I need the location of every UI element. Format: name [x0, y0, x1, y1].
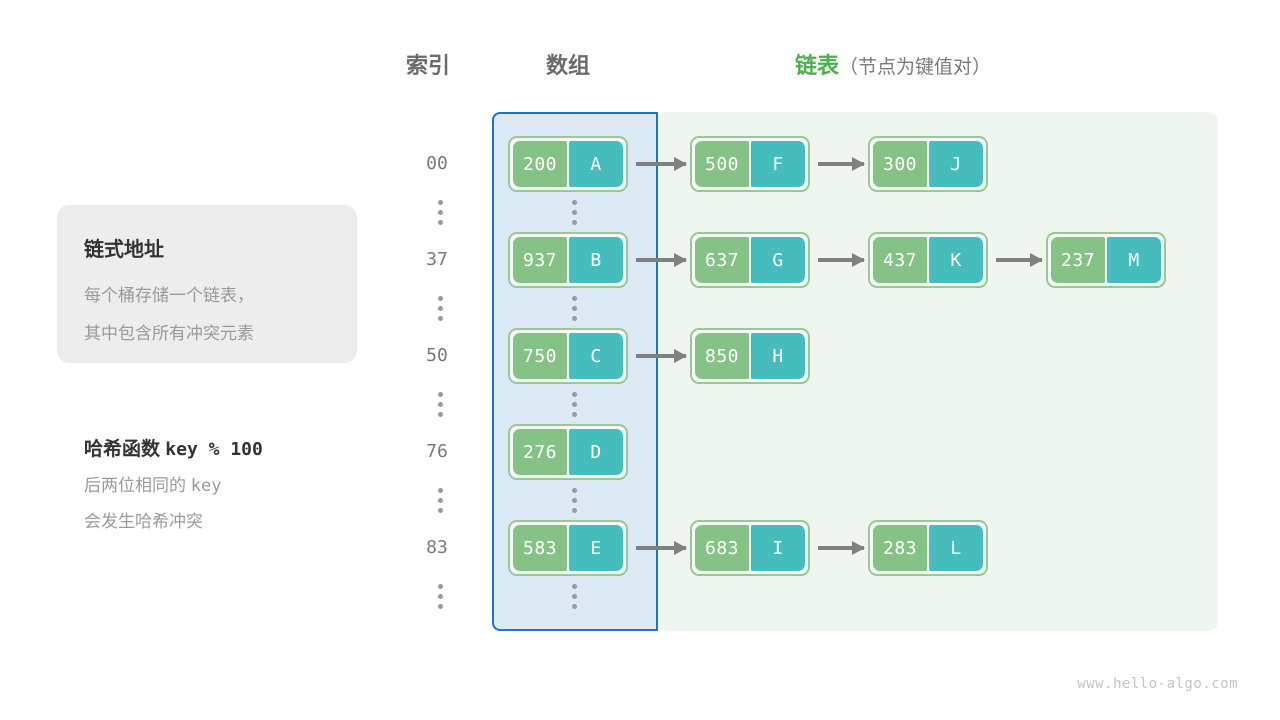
array-ellipsis: [571, 488, 577, 513]
node-value: K: [929, 237, 983, 283]
row-index-label: 50: [426, 345, 448, 366]
index-ellipsis: [437, 200, 443, 225]
index-ellipsis: [437, 296, 443, 321]
node-key: 283: [873, 525, 927, 571]
row-index-label: 76: [426, 441, 448, 462]
index-ellipsis: [437, 392, 443, 417]
hash-note-line-1-mono: key: [190, 476, 222, 496]
next-pointer-arrow: [636, 541, 687, 555]
header-array: 数组: [546, 53, 591, 78]
node-value: D: [569, 429, 623, 475]
node-key: 237: [1051, 237, 1105, 283]
node-value: G: [751, 237, 805, 283]
node-key: 583: [513, 525, 567, 571]
row-index-label: 83: [426, 537, 448, 558]
array-ellipsis: [571, 584, 577, 609]
hash-function-label: 哈希函数: [84, 439, 161, 460]
node-value: B: [569, 237, 623, 283]
hash-note-line-1-text: 后两位相同的: [84, 476, 186, 495]
node-value: I: [751, 525, 805, 571]
node-value: L: [929, 525, 983, 571]
row-index-label: 37: [426, 249, 448, 270]
node-value: F: [751, 141, 805, 187]
node-key: 683: [695, 525, 749, 571]
node-key: 200: [513, 141, 567, 187]
info-card-chaining: 链式地址 每个桶存储一个链表， 其中包含所有冲突元素: [57, 205, 357, 363]
row-index-label: 00: [426, 153, 448, 174]
info-card-title: 链式地址: [84, 239, 164, 261]
index-ellipsis: [437, 488, 443, 513]
hash-function-title: 哈希函数 key % 100: [84, 435, 384, 465]
index-ellipsis: [437, 584, 443, 609]
node-value: J: [929, 141, 983, 187]
info-card-line-2: 其中包含所有冲突元素: [84, 324, 254, 343]
header-linked-list: 链表（节点为键值对）: [795, 48, 991, 80]
next-pointer-arrow: [818, 157, 865, 171]
node-value: H: [751, 333, 805, 379]
node-key: 750: [513, 333, 567, 379]
node-key: 276: [513, 429, 567, 475]
node-key: 437: [873, 237, 927, 283]
hash-function-expression: key % 100: [165, 439, 263, 460]
array-ellipsis: [571, 392, 577, 417]
header-linked-list-main: 链表: [795, 53, 840, 78]
hash-note-line-2: 会发生哈希冲突: [84, 512, 203, 531]
info-card-line-1: 每个桶存储一个链表，: [84, 286, 254, 305]
next-pointer-arrow: [818, 253, 865, 267]
node-key: 300: [873, 141, 927, 187]
next-pointer-arrow: [636, 157, 687, 171]
node-key: 937: [513, 237, 567, 283]
node-value: M: [1107, 237, 1161, 283]
node-key: 850: [695, 333, 749, 379]
watermark: www.hello-algo.com: [1077, 676, 1238, 692]
column-headers: 索引 数组 链表（节点为键值对）: [0, 48, 1280, 82]
node-value: A: [569, 141, 623, 187]
node-value: E: [569, 525, 623, 571]
hash-function-note: 哈希函数 key % 100 后两位相同的 key 会发生哈希冲突: [84, 435, 384, 536]
hash-note-line-1: 后两位相同的 key: [84, 471, 384, 501]
next-pointer-arrow: [818, 541, 865, 555]
node-key: 637: [695, 237, 749, 283]
next-pointer-arrow: [636, 349, 687, 363]
next-pointer-arrow: [636, 253, 687, 267]
header-linked-list-sub: （节点为键值对）: [839, 57, 992, 78]
array-ellipsis: [571, 200, 577, 225]
array-ellipsis: [571, 296, 577, 321]
header-index: 索引: [406, 53, 451, 78]
next-pointer-arrow: [996, 253, 1043, 267]
node-value: C: [569, 333, 623, 379]
node-key: 500: [695, 141, 749, 187]
